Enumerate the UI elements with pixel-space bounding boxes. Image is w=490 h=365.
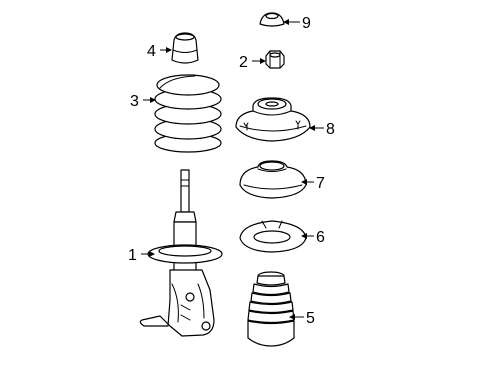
part-1-strut-assembly — [139, 169, 223, 337]
callout-5: 5 — [289, 310, 315, 327]
callout-2: 2 — [239, 54, 266, 71]
callout-9-label: 9 — [302, 15, 311, 32]
callout-1: 1 — [128, 247, 155, 264]
part-6-spring-insulator — [239, 220, 307, 253]
callout-2-label: 2 — [239, 54, 248, 71]
part-7-spring-seat — [239, 160, 307, 199]
callout-8: 8 — [309, 121, 335, 138]
part-2-nut — [265, 50, 285, 69]
callout-1-label: 1 — [128, 247, 137, 264]
part-8-strut-mount — [235, 97, 311, 142]
callout-4: 4 — [147, 43, 172, 60]
part-9-cap — [259, 12, 285, 27]
callout-5-label: 5 — [306, 310, 315, 327]
callout-3-label: 3 — [130, 93, 139, 110]
callout-9: 9 — [283, 15, 311, 32]
callout-6-label: 6 — [316, 229, 325, 246]
callout-6: 6 — [301, 229, 325, 246]
callout-4-label: 4 — [147, 43, 156, 60]
part-4-bump-stop — [171, 32, 199, 64]
callout-3: 3 — [130, 93, 156, 110]
part-3-coil-spring — [154, 74, 222, 153]
part-5-dust-boot — [247, 271, 295, 347]
callout-8-label: 8 — [326, 121, 335, 138]
callout-7: 7 — [301, 175, 325, 192]
callout-7-label: 7 — [316, 175, 325, 192]
